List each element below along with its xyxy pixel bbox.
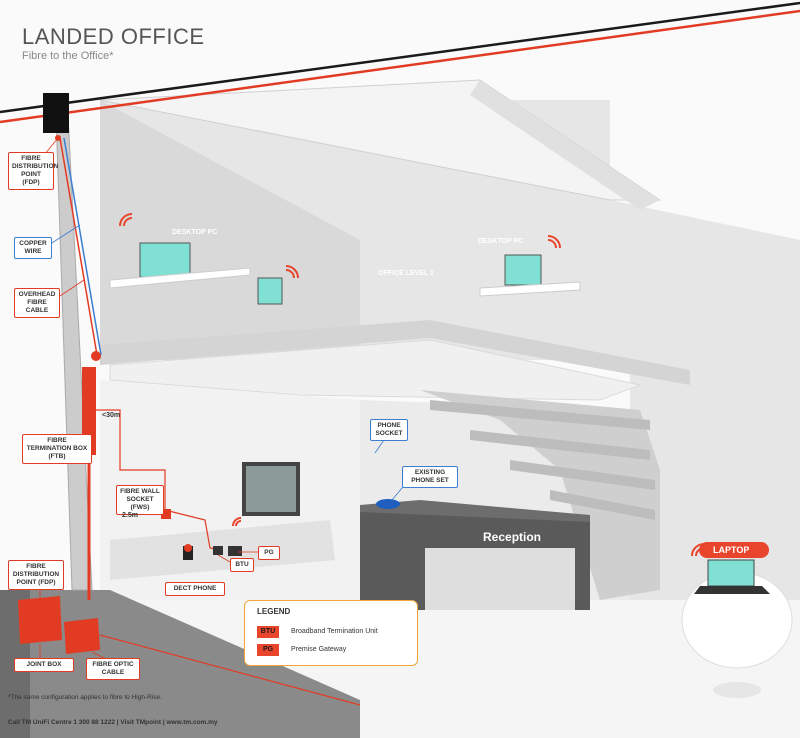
distance-30m: <30m [102, 412, 121, 419]
callout-existing-phone: EXISTING PHONE SET [402, 466, 458, 488]
dect-phone-device [183, 546, 193, 560]
footnote: *The same configuration applies to fibre… [8, 694, 162, 701]
pg-device [228, 546, 242, 556]
page-subtitle: Fibre to the Office* [22, 50, 114, 62]
staircase [420, 390, 660, 600]
legend-row-btu: BTU Broadband Termination Unit [257, 625, 378, 638]
label-reception: Reception [483, 530, 542, 544]
floor-slab [100, 320, 690, 385]
callout-fdp-bottom: FIBRE DISTRIBUTION POINT (FDP) [8, 560, 64, 590]
page-title: LANDED OFFICE [22, 24, 205, 49]
callout-joint-box: JOINT BOX [14, 658, 74, 672]
legend-text-btu: Broadband Termination Unit [291, 628, 378, 635]
callout-ftb: FIBRE TERMINATION BOX (FTB) [22, 434, 92, 464]
distance-2-5m: 2.5m [122, 512, 138, 519]
monitor-right [504, 254, 542, 286]
legend-row-pg: PG Premise Gateway [257, 643, 346, 656]
callout-dect-phone: DECT PHONE [165, 582, 225, 596]
label-desktop-pc-left: DESKTOP PC [172, 229, 218, 236]
callout-overhead-fibre: OVERHEAD FIBRE CABLE [14, 288, 60, 318]
overhead-red-wire [0, 9, 800, 124]
ceiling-grid [109, 339, 642, 401]
legend-title: LEGEND [257, 607, 291, 616]
wifi-signal-icons [119, 213, 705, 557]
callout-phone-socket: PHONE SOCKET [370, 419, 408, 441]
overhead-fibre-cable [59, 137, 98, 356]
fws-socket [161, 509, 171, 519]
joint-box [18, 596, 62, 644]
copper-wire-line [63, 137, 102, 356]
ceiling-beam [470, 80, 660, 210]
callout-fdp-top: FIBRE DISTRIBUTION POINT (FDP) [8, 152, 58, 190]
callout-pg: PG [258, 546, 280, 560]
label-laptop: LAPTOP [699, 542, 769, 558]
utility-pole [55, 114, 93, 591]
legend-code-pg: PG [257, 643, 279, 656]
fibre-optic-cable-box [64, 618, 100, 654]
ftb-box [82, 367, 96, 455]
callout-fws: FIBRE WALL SOCKET (FWS) [116, 485, 164, 515]
callout-copper-wire: COPPER WIRE [14, 237, 52, 259]
footer-contact: Call TM UniFi Centre 1 300 88 1222 | Vis… [8, 719, 218, 726]
fdp-top-box [43, 93, 69, 133]
callout-btu: BTU [230, 558, 254, 572]
legend-text-pg: Premise Gateway [291, 646, 347, 653]
overhead-black-wire [0, 1, 800, 114]
btu-device [213, 546, 223, 555]
left-upper-wall [100, 100, 360, 360]
label-desktop-pc-right: DESKTOP PC [478, 238, 524, 245]
laptop-screen [707, 559, 755, 587]
monitor-left [139, 242, 191, 278]
label-office-level: OFFICE LEVEL 1 [378, 270, 434, 277]
legend-code-btu: BTU [257, 625, 279, 638]
callout-fibre-optic-cable: FIBRE OPTIC CABLE [86, 658, 140, 680]
phone-set [376, 499, 400, 509]
legend-box: LEGEND BTU Broadband Termination Unit PG… [244, 600, 418, 666]
